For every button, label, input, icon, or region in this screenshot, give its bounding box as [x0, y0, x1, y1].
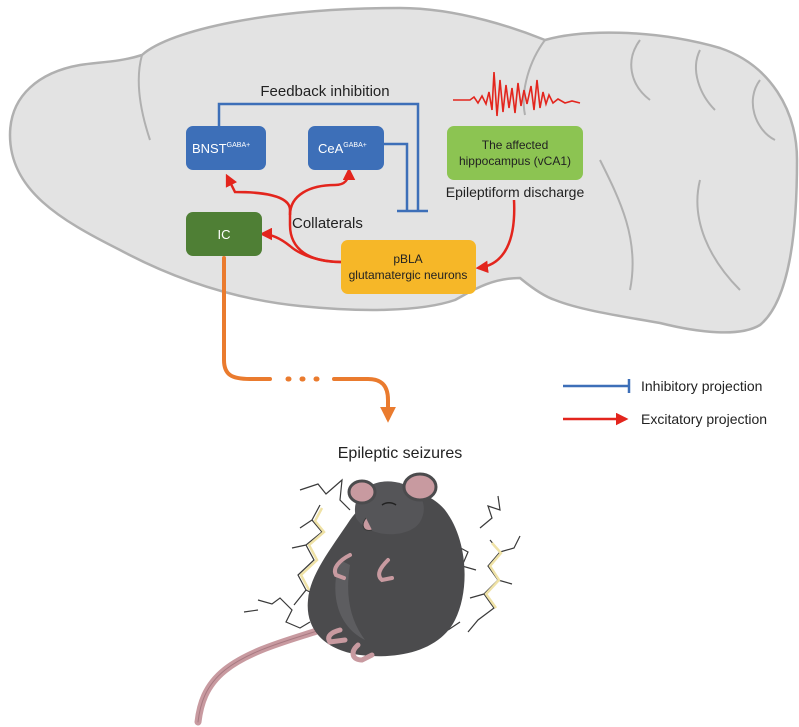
collaterals-label: Collaterals: [292, 215, 363, 232]
feedback-inhibition-label: Feedback inhibition: [260, 83, 389, 100]
svg-text:pBLA: pBLA: [393, 252, 422, 266]
svg-text:CeAGABA+: CeAGABA+: [318, 141, 367, 156]
lightning-bolts-right-fill: [484, 542, 503, 609]
mouse-ear-right: [402, 472, 438, 502]
lightning-bolts-left: [243, 478, 351, 629]
svg-text:Excitatory projection: Excitatory projection: [641, 411, 767, 427]
svg-text:IC: IC: [218, 227, 231, 242]
mouse-paw-front-right: [377, 558, 394, 583]
cea-node: CeAGABA+: [308, 126, 384, 170]
lightning-bolts-left-fill: [299, 507, 326, 591]
epileptiform-discharge-label: Epileptiform discharge: [446, 184, 585, 200]
mouse-paw-hind-left: [326, 627, 348, 645]
excitatory-projection-lines: [225, 167, 516, 274]
mouse-tail: [194, 626, 324, 726]
svg-text:glutamatergic neurons: glutamatergic neurons: [349, 268, 468, 282]
svg-text:The affected: The affected: [482, 138, 549, 152]
ic-to-seizure-path: [222, 256, 396, 423]
mouse-paw-front-left: [333, 553, 352, 580]
pbla-node: pBLA glutamatergic neurons: [341, 240, 476, 294]
mouse-ear-left: [347, 479, 377, 505]
legend-inhibitory: Inhibitory projection: [563, 378, 762, 394]
ic-node: IC: [186, 212, 262, 256]
svg-text:hippocampus (vCA1): hippocampus (vCA1): [459, 154, 571, 168]
eeg-trace: [453, 71, 581, 117]
mouse-illustration: [194, 472, 465, 726]
mouse-paw-hind-right: [350, 642, 375, 663]
svg-text:Inhibitory projection: Inhibitory projection: [641, 378, 762, 394]
bnst-node: BNSTGABA+: [186, 126, 266, 170]
legend: Inhibitory projection Excitatory project…: [563, 378, 767, 427]
epileptic-seizures-label: Epileptic seizures: [338, 445, 463, 462]
hippocampus-node: The affected hippocampus (vCA1): [447, 126, 583, 180]
svg-text:BNSTGABA+: BNSTGABA+: [192, 141, 250, 156]
inhibitory-feedback-lines: [217, 102, 428, 213]
legend-excitatory: Excitatory projection: [563, 411, 767, 427]
